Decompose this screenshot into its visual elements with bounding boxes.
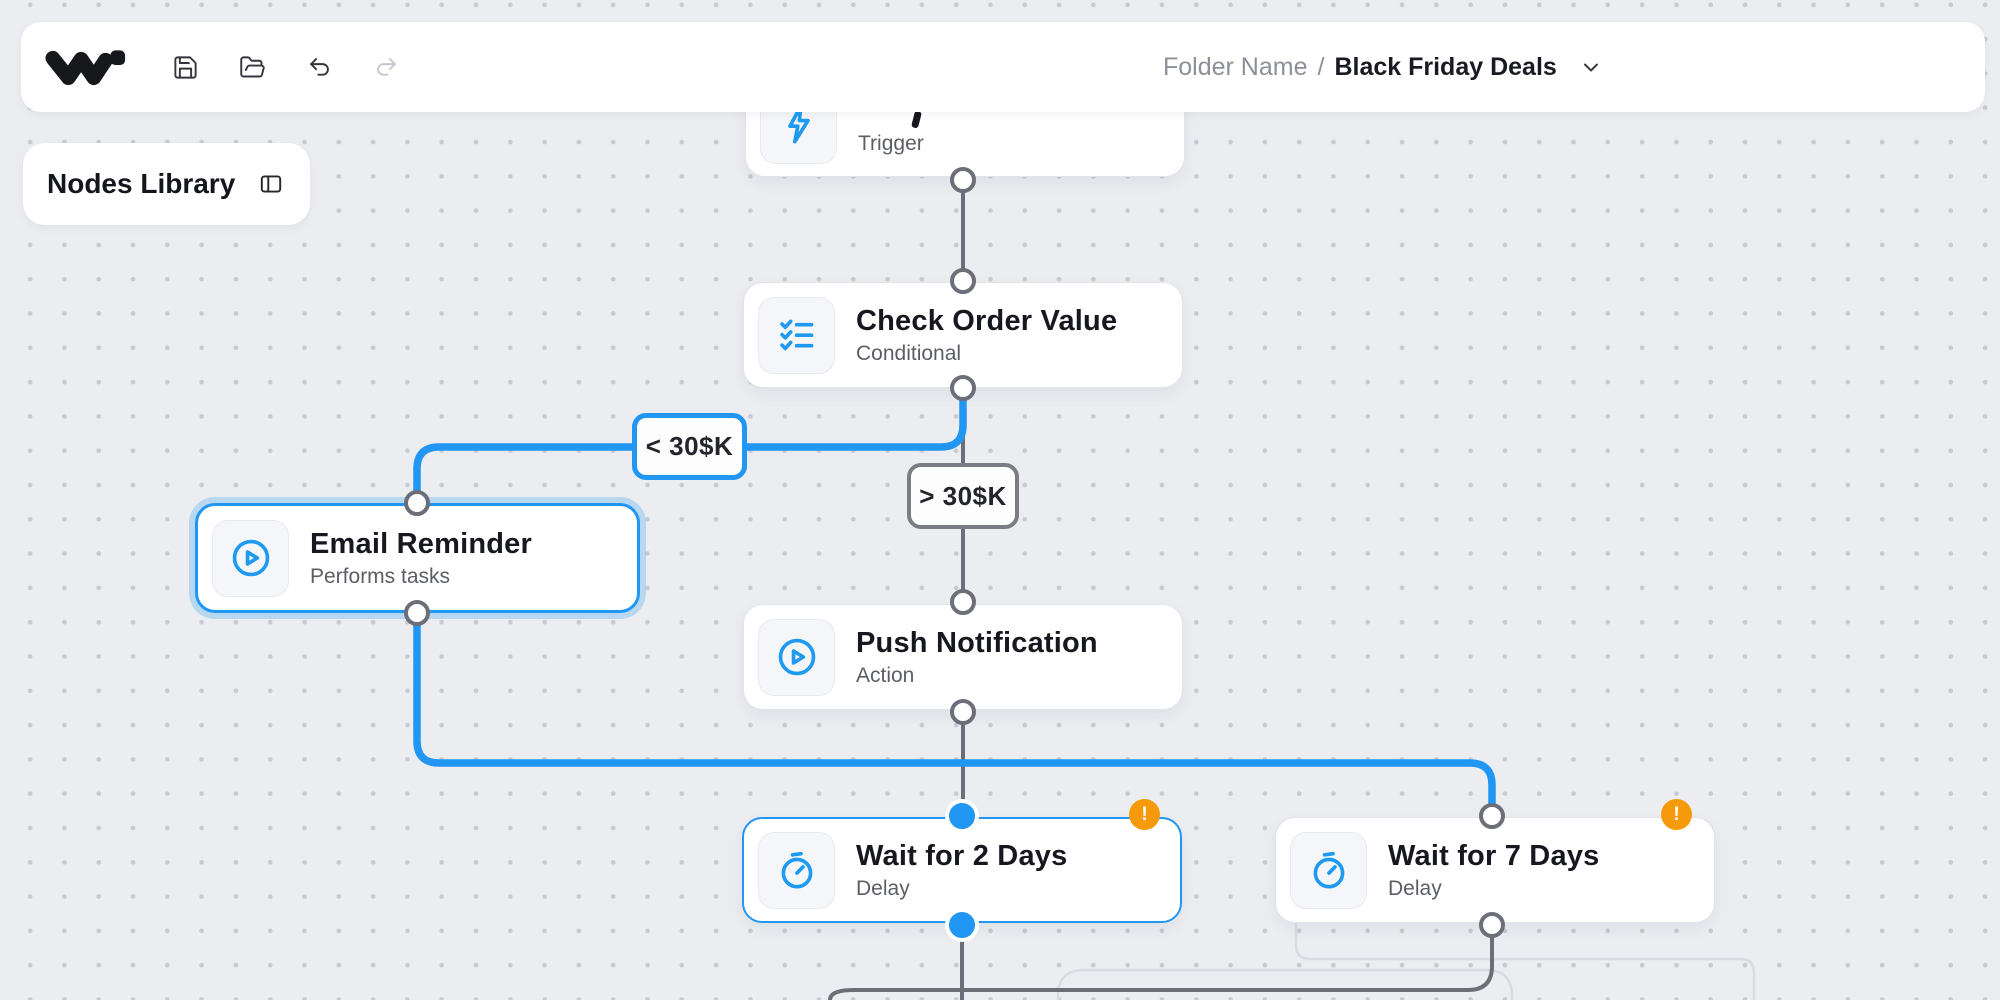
port-wait2-out[interactable] bbox=[945, 908, 979, 942]
open-folder-icon bbox=[239, 55, 265, 77]
toolbar: Folder Name / Black Friday Deals bbox=[21, 22, 1985, 112]
node-email-reminder[interactable]: Email Reminder Performs tasks bbox=[195, 503, 640, 613]
warning-badge-text: ! bbox=[1141, 803, 1148, 825]
port-wait2-in[interactable] bbox=[945, 799, 979, 833]
port-trigger-out[interactable] bbox=[950, 167, 976, 193]
edge-label-over-30k[interactable]: > 30$K bbox=[907, 463, 1019, 529]
port-push-in[interactable] bbox=[950, 589, 976, 615]
node-subtitle: Performs tasks bbox=[310, 565, 451, 588]
node-title: Check Order Value bbox=[856, 305, 1118, 337]
stopwatch-icon bbox=[758, 831, 835, 909]
workflow-dropdown-toggle[interactable] bbox=[1579, 55, 1603, 79]
warning-badge[interactable]: ! bbox=[1129, 799, 1160, 830]
node-title: Push Notification bbox=[856, 627, 1098, 659]
breadcrumb-separator: / bbox=[1317, 52, 1325, 81]
play-circle-icon bbox=[758, 618, 835, 696]
panel-left-icon bbox=[260, 175, 282, 193]
warning-badge-text: ! bbox=[1673, 803, 1680, 825]
port-wait7-out[interactable] bbox=[1479, 912, 1505, 938]
node-subtitle: Delay bbox=[1388, 877, 1442, 900]
edge-faint-right bbox=[1294, 921, 1756, 1000]
port-wait7-in[interactable] bbox=[1479, 803, 1505, 829]
nodes-library-title: Nodes Library bbox=[47, 168, 236, 199]
nodes-library-toggle[interactable]: Nodes Library bbox=[23, 143, 310, 225]
breadcrumb: Folder Name / Black Friday Deals bbox=[1163, 22, 1603, 112]
edge-label-text: > 30$K bbox=[919, 480, 1007, 511]
edge-label-text: < 30$K bbox=[645, 431, 734, 461]
undo-button[interactable] bbox=[304, 52, 334, 82]
edge-label-under-30k[interactable]: < 30$K bbox=[632, 413, 747, 480]
node-title: Wait for 7 Days bbox=[1388, 840, 1600, 872]
edge-faint-bridge bbox=[1056, 968, 1514, 1000]
edge-email-to-wait7[interactable] bbox=[413, 613, 1496, 816]
port-check-in[interactable] bbox=[950, 268, 976, 294]
warning-badge[interactable]: ! bbox=[1661, 799, 1692, 830]
node-title: Email Reminder bbox=[310, 528, 532, 560]
app-logo-icon bbox=[45, 50, 126, 86]
node-wait-2-days[interactable]: Wait for 2 Days Delay bbox=[742, 817, 1182, 923]
checklist-icon bbox=[758, 296, 835, 374]
node-push-notification[interactable]: Push Notification Action bbox=[743, 604, 1183, 710]
breadcrumb-folder-label: Folder Name bbox=[1163, 52, 1308, 81]
node-subtitle: Conditional bbox=[856, 342, 962, 365]
undo-icon bbox=[309, 57, 329, 76]
port-email-in[interactable] bbox=[404, 490, 430, 516]
stopwatch-icon bbox=[1290, 831, 1367, 909]
save-button[interactable] bbox=[170, 52, 200, 82]
play-circle-icon bbox=[212, 519, 289, 597]
node-wait-7-days[interactable]: Wait for 7 Days Delay bbox=[1275, 817, 1715, 923]
node-check-order-value[interactable]: Check Order Value Conditional bbox=[743, 282, 1183, 388]
node-title: Wait for 2 Days bbox=[856, 840, 1068, 872]
port-check-out[interactable] bbox=[950, 375, 976, 401]
chevron-down-icon bbox=[1583, 63, 1598, 72]
edge-wait7-out[interactable] bbox=[828, 925, 1494, 1000]
port-push-out[interactable] bbox=[950, 699, 976, 725]
node-subtitle: Action bbox=[856, 664, 915, 687]
save-icon bbox=[173, 55, 197, 79]
workflow-name[interactable]: Black Friday Deals bbox=[1334, 52, 1557, 81]
redo-button[interactable] bbox=[371, 52, 401, 82]
port-email-out[interactable] bbox=[404, 600, 430, 626]
redo-icon bbox=[376, 57, 396, 76]
open-folder-button[interactable] bbox=[237, 52, 267, 82]
node-subtitle: Trigger bbox=[858, 132, 924, 155]
node-subtitle: Delay bbox=[856, 877, 910, 900]
